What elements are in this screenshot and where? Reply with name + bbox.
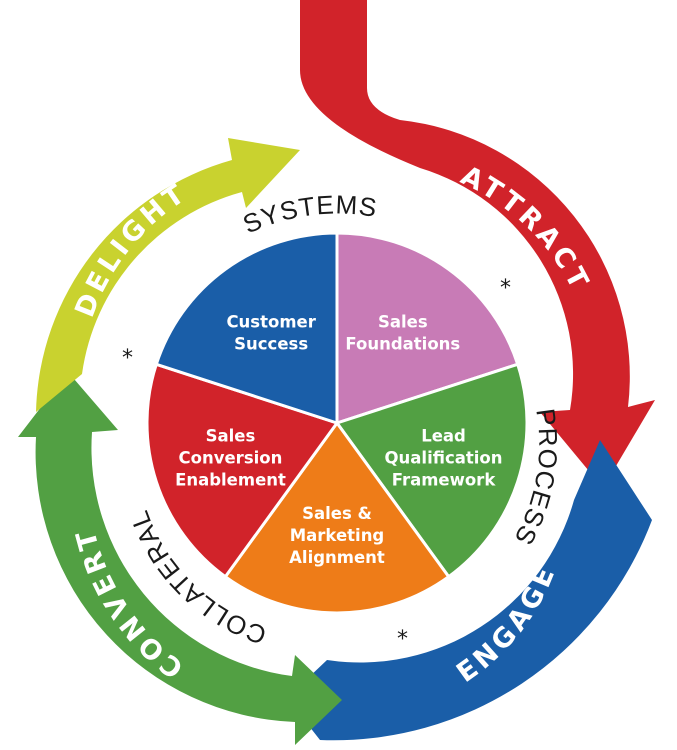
sales-foundations-label-line: Foundations bbox=[345, 334, 460, 353]
engage-arrow bbox=[287, 440, 652, 741]
lead-qualification-framework-label-line: Lead bbox=[421, 427, 466, 446]
systems-label: SYSTEMS bbox=[238, 189, 379, 239]
sales-conversion-enablement-label-line: Sales bbox=[206, 427, 256, 446]
customer-success-label-line: Success bbox=[234, 334, 308, 353]
delight-label: DELIGHT bbox=[69, 177, 193, 322]
sales-marketing-alignment-slice bbox=[223, 420, 451, 615]
sales-marketing-alignment-label-line: Sales & bbox=[302, 504, 372, 523]
sales-foundations-slice bbox=[335, 231, 520, 426]
asterisk-delight: * bbox=[122, 346, 133, 371]
lead-qualification-framework-slice bbox=[334, 362, 529, 579]
delight-arrow bbox=[36, 138, 300, 412]
sales-marketing-alignment-label-line: Marketing bbox=[290, 526, 385, 545]
sales-marketing-alignment-label-line: Alignment bbox=[289, 548, 385, 567]
asterisk-attract: * bbox=[500, 276, 511, 301]
convert-arrow bbox=[18, 372, 342, 745]
attract-arrow bbox=[300, 0, 655, 488]
customer-success-slice bbox=[154, 231, 339, 426]
sales-conversion-enablement-label-line: Enablement bbox=[175, 471, 286, 490]
asterisk-engage: * bbox=[397, 627, 408, 652]
sales-foundations-label-line: Sales bbox=[378, 312, 428, 331]
sales-conversion-enablement-slice bbox=[145, 362, 340, 579]
lead-qualification-framework-label-line: Framework bbox=[392, 471, 497, 490]
lead-qualification-framework-label-line: Qualification bbox=[385, 449, 503, 468]
customer-success-label-line: Customer bbox=[226, 312, 316, 331]
sales-conversion-enablement-label-line: Conversion bbox=[179, 449, 283, 468]
